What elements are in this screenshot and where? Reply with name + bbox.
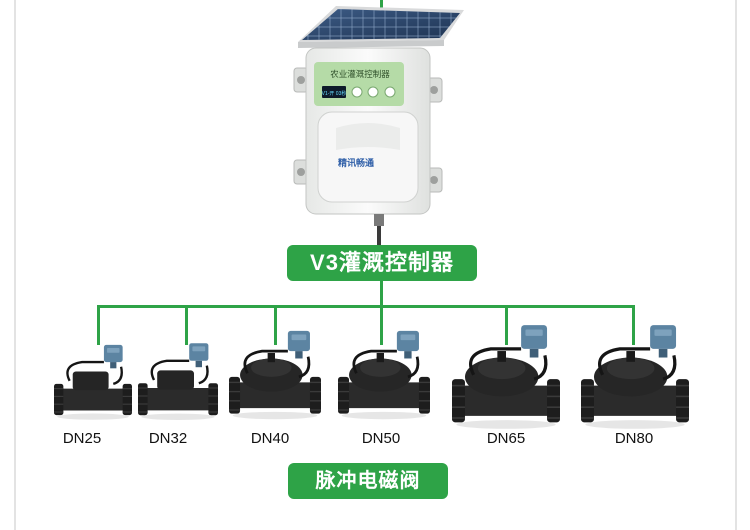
panel-button-3 (384, 86, 396, 98)
trunk-line (380, 281, 383, 305)
branch-drop-dn32 (185, 305, 188, 345)
branch-drop-dn40 (274, 305, 277, 345)
lcd-text: V1-开 03秒 (322, 90, 347, 97)
branch-drop-dn50 (380, 305, 383, 345)
valve-size-dn80: DN80 (614, 430, 654, 447)
valve-size-dn32: DN32 (148, 430, 188, 447)
cable-gland (374, 214, 384, 226)
valve-label: 脉冲电磁阀 (288, 463, 448, 499)
controller-cable (377, 226, 381, 246)
panel-button-2 (367, 86, 379, 98)
solar-panel (298, 6, 464, 48)
controller-label: V3灌溉控制器 (287, 245, 477, 281)
branch-drop-dn25 (97, 305, 100, 345)
panel-button-1 (351, 86, 363, 98)
valve-dn40-image (228, 330, 322, 420)
valve-dn25-image (54, 344, 132, 420)
valve-dn50-image (337, 330, 431, 420)
top-connector-line (380, 0, 383, 14)
valve-size-dn40: DN40 (250, 430, 290, 447)
brand-logo: 精讯畅通 (338, 157, 374, 168)
branch-bus-line (97, 305, 635, 308)
valve-dn65-image (451, 325, 561, 429)
panel-title: 农业灌溉控制器 (330, 69, 390, 79)
valve-dn32-image (137, 343, 219, 420)
lcd-screen (322, 86, 346, 98)
valve-dn80-image (580, 325, 690, 429)
valve-size-dn65: DN65 (486, 430, 526, 447)
left-border-line (14, 0, 16, 530)
branch-drop-dn80 (632, 305, 635, 345)
valve-size-dn25: DN25 (62, 430, 102, 447)
branch-drop-dn65 (505, 305, 508, 345)
right-border-line (735, 0, 737, 530)
valve-size-dn50: DN50 (361, 430, 401, 447)
